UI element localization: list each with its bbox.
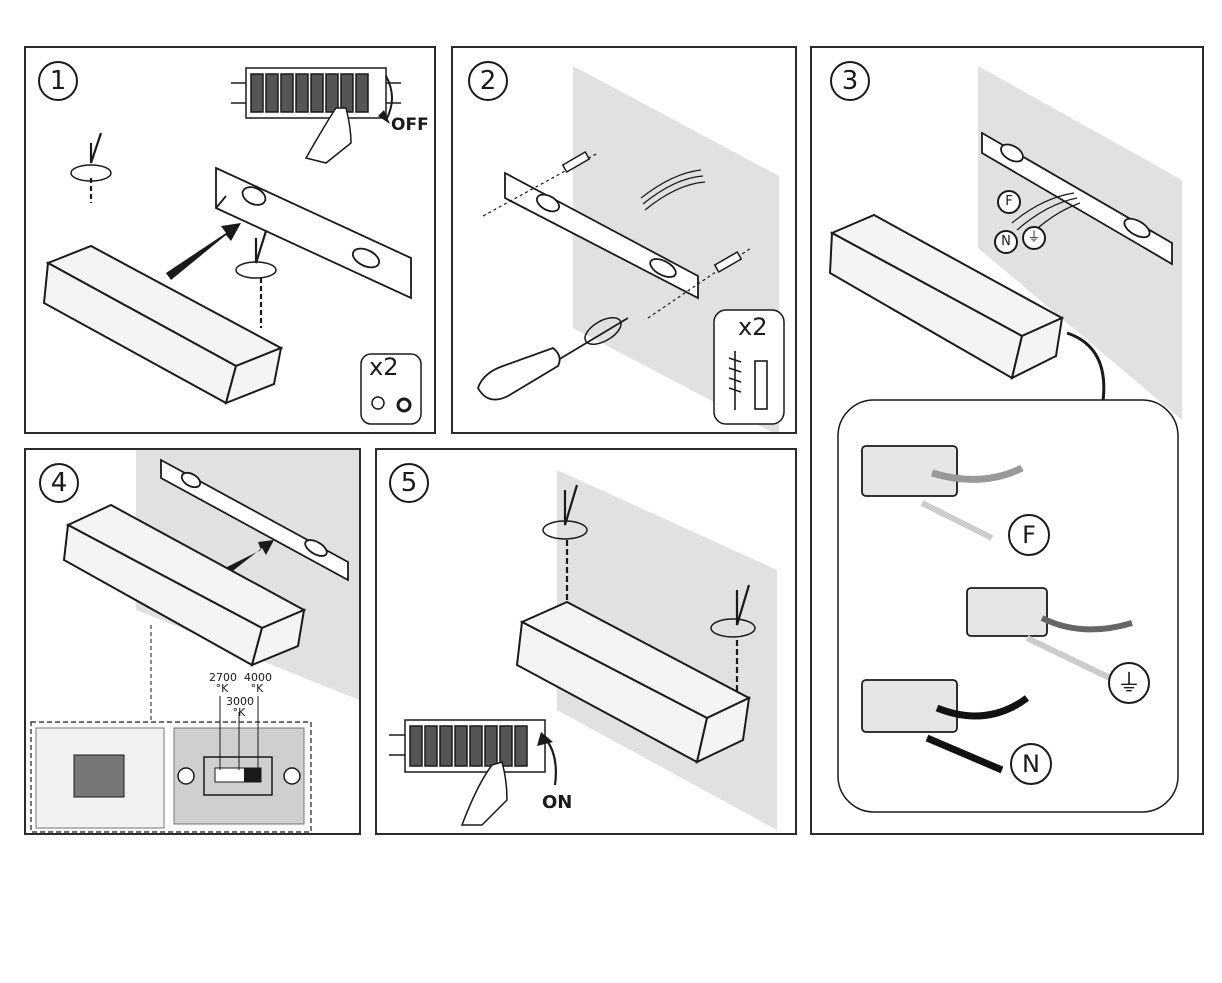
on-label: ON [542, 792, 573, 813]
step-1-illustration [42, 67, 422, 425]
luminaire-housing [828, 213, 1065, 380]
mounting-bracket [215, 166, 412, 300]
luminaire-housing [62, 503, 307, 667]
rotate-arrow-icon [584, 317, 622, 345]
wall-plug-icon [561, 151, 743, 273]
wall-surface [978, 66, 1182, 420]
earth-ground-icon: ⏚ [1108, 662, 1150, 704]
slide-direction-arrow [221, 540, 274, 577]
mount-direction-arrow [166, 223, 241, 280]
step-1-quantity: x2 [369, 353, 399, 381]
terminal-block [861, 445, 1048, 733]
earth-ground-icon: ⏚ [1022, 226, 1046, 250]
step-5-panel: 5 ON [375, 448, 797, 835]
detail-arrow-icon [1066, 331, 1106, 409]
neutral-label-small: N [994, 230, 1018, 254]
mounting-bracket [504, 171, 699, 300]
on-arrow-icon [544, 737, 557, 786]
cct-2700-label: 2700°K [209, 671, 237, 695]
wire [920, 464, 1133, 774]
phase-label-small: F [997, 190, 1021, 214]
step-4-illustration [30, 450, 359, 833]
step-1-number: 1 [38, 61, 78, 101]
step-1-panel: 1 [24, 46, 436, 434]
step-3-panel: 3 F [810, 46, 1204, 835]
step-4-panel: 4 2700°K 4000°K [24, 448, 361, 835]
step-2-number: 2 [468, 61, 508, 101]
screw-icon [177, 767, 301, 785]
cct-4000-label: 4000°K [244, 671, 272, 695]
step-4-number: 4 [39, 463, 79, 503]
cable-bundle [640, 169, 706, 211]
luminaire-housing [42, 244, 284, 405]
wall-surface [136, 450, 359, 700]
step-2-quantity: x2 [738, 313, 768, 341]
off-label: OFF [391, 115, 429, 135]
cct-3000-label: 3000°K [226, 695, 254, 719]
step-2-panel: 2 x2 [451, 46, 797, 434]
step-3-number: 3 [830, 61, 870, 101]
step-5-number: 5 [389, 463, 429, 503]
off-arrow-icon [385, 75, 393, 121]
breaker-panel [389, 719, 546, 773]
rotate-arrow-icon [70, 164, 277, 279]
hand-icon [460, 761, 508, 826]
hand-icon [304, 107, 352, 164]
mounting-bracket [160, 458, 349, 582]
breaker-panel [231, 67, 401, 119]
washer-icon [396, 397, 412, 413]
allen-key-icon [563, 484, 751, 695]
neutral-label: N [1010, 743, 1052, 785]
phase-label: F [1008, 514, 1050, 556]
screwdriver-icon [477, 317, 629, 401]
step-2-illustration [477, 66, 785, 432]
screw-and-plug-icon [728, 351, 768, 410]
rotate-arrow-icon [542, 520, 756, 638]
luminaire-housing [515, 600, 752, 764]
cct-switch-slider [244, 768, 261, 782]
allen-key-icon [89, 132, 268, 328]
step-3-illustration [828, 66, 1182, 813]
step-5-illustration [389, 470, 777, 830]
cct-switch-callout [30, 721, 312, 833]
screw-icon [371, 396, 385, 410]
